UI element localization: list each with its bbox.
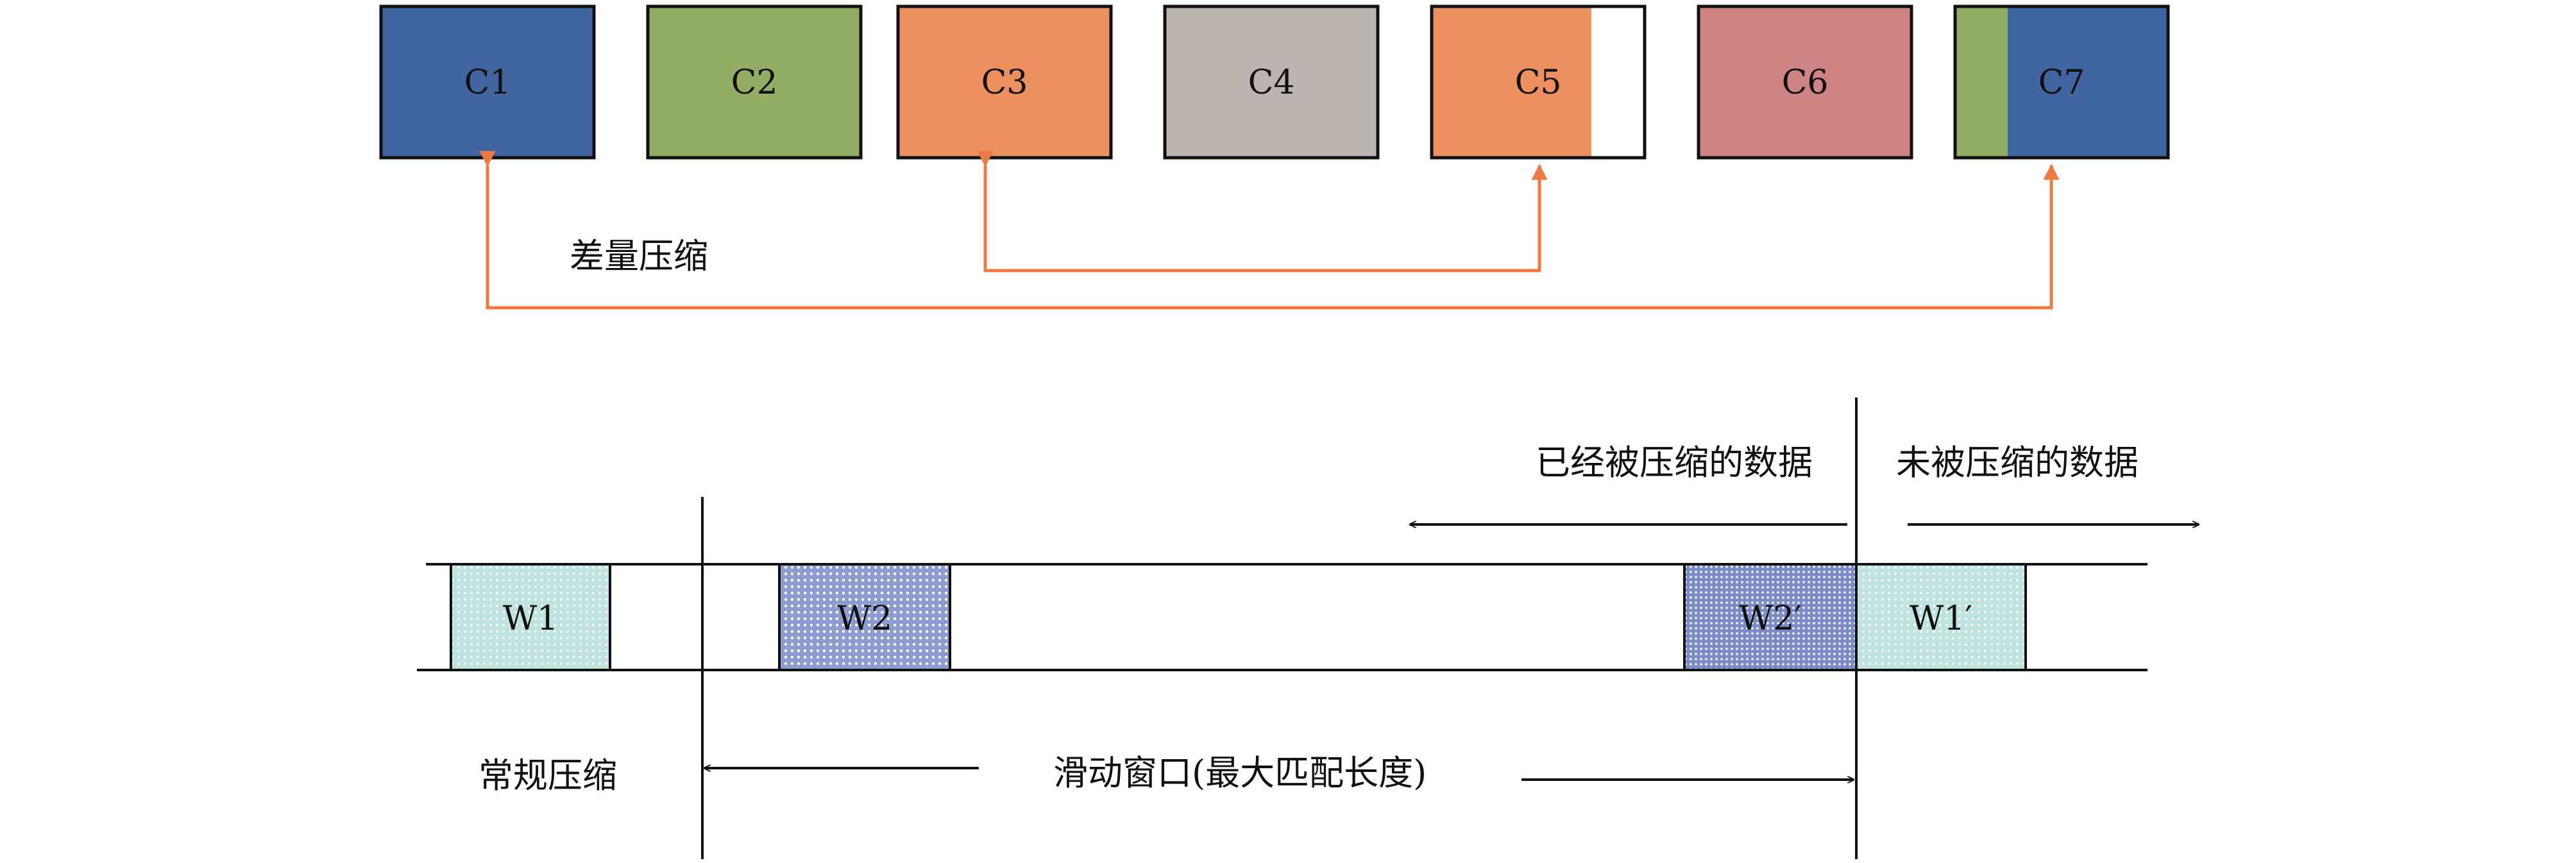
arrow-c1-c7 bbox=[479, 151, 2060, 310]
block-c6-body bbox=[1697, 4, 1913, 160]
block-c5-label: C5 bbox=[1515, 63, 1562, 102]
uncompressed-data-label: 未被压缩的数据 bbox=[1896, 442, 2139, 483]
block-c4: C4 bbox=[1163, 4, 1380, 160]
window-w1-prime-body bbox=[1855, 563, 2027, 671]
block-c3-body bbox=[896, 4, 1113, 160]
window-w2-body bbox=[778, 563, 951, 671]
window-w1-prime-label: W1′ bbox=[1910, 599, 1972, 638]
window-w1: W1 bbox=[450, 563, 611, 671]
block-c2: C2 bbox=[646, 4, 863, 160]
block-c1-body bbox=[379, 4, 596, 160]
block-c5: C5 bbox=[1430, 4, 1647, 160]
block-c6: C6 bbox=[1697, 4, 1913, 160]
window-w1-prime: W1′ bbox=[1855, 563, 2027, 671]
arrow-c3-c5 bbox=[977, 151, 1548, 272]
compressed-data-label: 已经被压缩的数据 bbox=[1536, 442, 1813, 483]
block-c4-label: C4 bbox=[1248, 63, 1295, 102]
window-w1-body bbox=[450, 563, 611, 671]
window-w2-prime-label: W2′ bbox=[1739, 599, 1802, 638]
window-w2-label: W2 bbox=[837, 599, 893, 638]
delta-compression-label: 差量压缩 bbox=[570, 236, 708, 276]
sliding-window-label: 滑动窗口(最大匹配长度) bbox=[1053, 753, 1427, 793]
block-c4-body bbox=[1163, 4, 1380, 160]
block-c1: C1 bbox=[379, 4, 596, 160]
block-c5-fill bbox=[1432, 6, 1591, 158]
block-c7-label: C7 bbox=[2038, 63, 2085, 102]
block-c2-label: C2 bbox=[731, 63, 778, 102]
window-w2: W2 bbox=[778, 563, 951, 671]
block-c3-label: C3 bbox=[981, 63, 1028, 102]
window-w1-label: W1 bbox=[503, 599, 559, 638]
block-c3: C3 bbox=[896, 4, 1113, 160]
block-c7-border bbox=[1953, 4, 2170, 160]
window-w2-prime: W2′ bbox=[1683, 563, 1858, 671]
block-c7: C7 bbox=[1953, 4, 2170, 160]
block-c7-lead bbox=[1955, 6, 2008, 158]
block-c1-label: C1 bbox=[464, 63, 511, 102]
block-c6-label: C6 bbox=[1782, 63, 1829, 102]
delta-arrows bbox=[479, 151, 2060, 310]
window-w2-prime-body bbox=[1683, 563, 1858, 671]
block-c2-body bbox=[646, 4, 863, 160]
normal-compression-label: 常规压缩 bbox=[479, 755, 617, 796]
